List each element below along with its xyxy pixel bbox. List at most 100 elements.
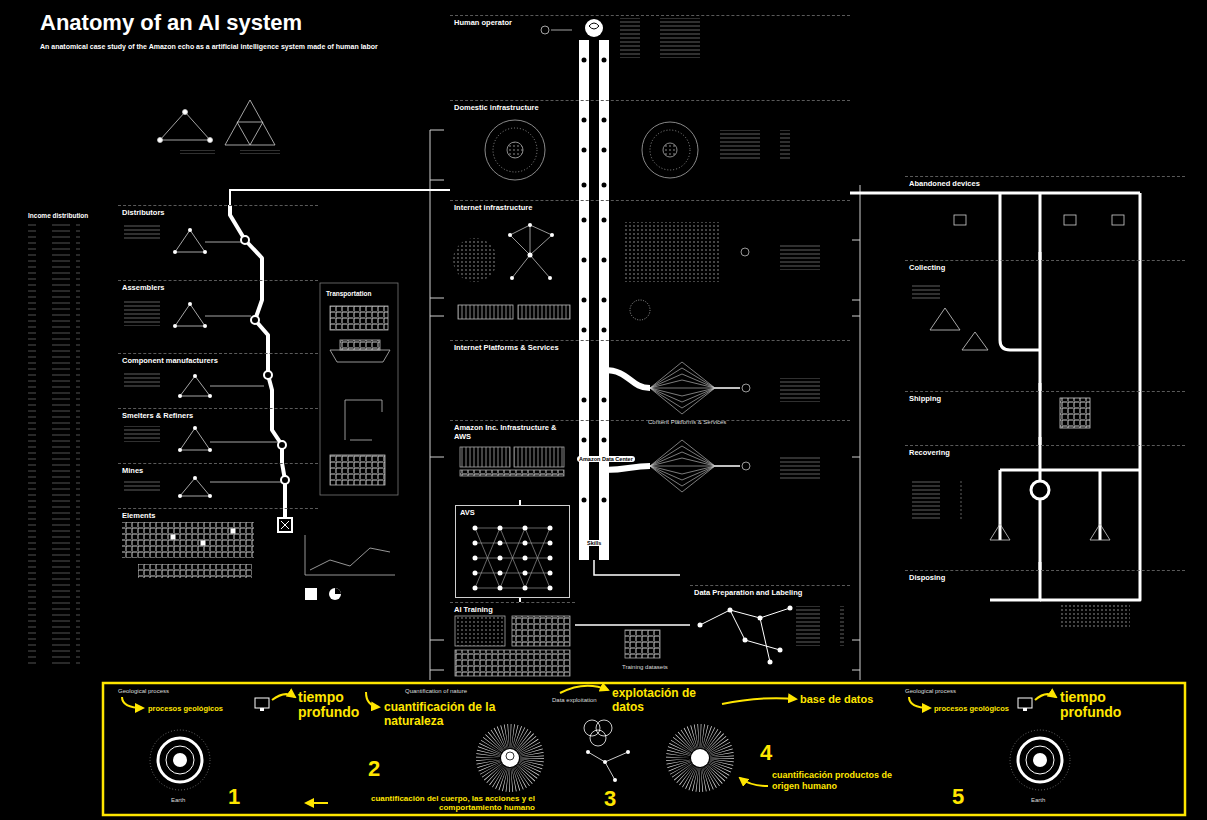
domestic-drawing	[485, 120, 790, 180]
bottom-panel-part	[1026, 746, 1054, 774]
periodic-table-part	[171, 535, 176, 540]
domestic-drawing-part	[507, 142, 523, 158]
labeling-tree-part-part	[728, 608, 733, 613]
transportation-drawing	[320, 283, 398, 495]
small-caption: Quantification of nature	[405, 688, 467, 694]
internet-drawing-part	[458, 305, 513, 319]
neural-network-part-part	[473, 556, 478, 561]
bottom-panel-part	[678, 736, 722, 780]
annotation: procesos geológicos	[148, 704, 223, 713]
section-heading: Component manufacturers	[118, 354, 222, 367]
callout-number: 3	[604, 788, 616, 810]
callout-number: 1	[228, 786, 240, 808]
section-heading: Disposing	[905, 571, 949, 584]
element-charts	[305, 535, 395, 600]
data-pipeline-part	[604, 370, 650, 388]
flow-connector	[260, 272, 264, 280]
bottom-panel-part	[255, 698, 269, 708]
recycling-icons-part	[930, 308, 960, 330]
labeling-tree	[698, 606, 845, 665]
data-pipeline-part	[604, 466, 650, 470]
labeling-tree-part	[698, 606, 793, 665]
internet-drawing-part	[760, 245, 820, 270]
training-drawing-part	[455, 650, 570, 676]
flow-connector	[575, 624, 690, 626]
diagram-title: Anatomy of an AI system	[40, 10, 302, 36]
pipeline-dots-part	[582, 498, 587, 503]
internet-drawing-part	[510, 225, 552, 278]
domestic-drawing-part	[720, 130, 790, 160]
callout-number: 4	[760, 742, 772, 764]
supply-chain-stops-part	[278, 441, 286, 449]
flow-connector	[1039, 252, 1042, 260]
neural-network-part-part	[548, 571, 553, 576]
transportation-drawing-part	[330, 455, 385, 485]
domestic-drawing-part	[493, 128, 537, 172]
recycling-network	[905, 193, 1140, 600]
pipeline-dots-part	[582, 398, 587, 403]
pipeline-dots-part	[582, 328, 587, 333]
supply-chain-icons-part-part	[173, 324, 177, 328]
supply-chain-icons-part	[180, 376, 210, 396]
transportation-drawing-part	[330, 350, 390, 362]
element-charts-part	[305, 588, 317, 600]
supply-chain-icons-part-part	[178, 494, 182, 498]
section-band: AI Training	[450, 602, 575, 680]
periodic-table-part	[138, 564, 252, 578]
yellow-arrows-part	[1035, 694, 1056, 700]
bottom-panel-part	[1018, 698, 1032, 708]
internet-drawing-part-part	[510, 276, 514, 280]
bottom-panel-part	[613, 778, 617, 782]
recycling-icons-part	[1060, 605, 1130, 627]
income-column-part	[28, 224, 80, 664]
section-band: Abandoned devices	[905, 176, 1185, 252]
pipeline-dots-part	[602, 218, 607, 223]
human-operator-drawing-part	[585, 19, 603, 37]
pipeline-tag: Skills	[585, 540, 603, 546]
triangle-diagrams-part	[208, 138, 213, 143]
section-heading: Assemblers	[118, 281, 169, 294]
neural-network-part-part	[473, 541, 478, 546]
pipeline-dots-part	[602, 58, 607, 63]
neural-network-part-part	[498, 526, 503, 531]
yellow-arrows-part	[366, 692, 379, 707]
annotation: procesos geológicos	[934, 704, 1009, 713]
pipeline-dots-part	[602, 498, 607, 503]
small-caption: Data exploitation	[552, 697, 597, 703]
transportation-drawing-part	[345, 400, 382, 440]
recycling-icons-part	[912, 285, 952, 301]
small-caption: Geological process	[905, 688, 956, 694]
callout-number: 2	[368, 758, 380, 780]
supply-chain-icons-part-part	[173, 250, 177, 254]
triangle-diagrams-part	[160, 112, 210, 140]
neural-network-part-part	[498, 571, 503, 576]
annotation: cuantificación del cuerpo, las acciones …	[330, 794, 535, 812]
bottom-panel-part	[588, 752, 628, 780]
labeling-tree-part	[796, 606, 844, 646]
neural-network-part-part	[523, 556, 528, 561]
supply-chain-icons-part	[124, 225, 164, 239]
server-racks-part	[460, 470, 564, 476]
neural-network-part-part	[498, 541, 503, 546]
yellow-arrows-part	[740, 778, 768, 786]
model-box: AVS	[455, 505, 570, 598]
triangle-diagrams-part	[160, 150, 215, 154]
supply-chain-icons-part	[124, 480, 164, 492]
human-operator-drawing-part	[589, 23, 599, 29]
platform-fans-part	[742, 462, 750, 470]
pipeline-dots-part	[582, 118, 587, 123]
server-racks-part	[514, 447, 564, 467]
pipeline-dots-part	[582, 258, 587, 263]
pipeline-dots-part	[582, 148, 587, 153]
small-caption: Geological process	[118, 688, 169, 694]
section-band: Distributors	[118, 205, 318, 272]
section-heading: Recovering	[905, 446, 954, 459]
element-charts-part	[329, 588, 341, 600]
section-heading: Elements	[118, 509, 159, 522]
recycling-icons-part	[1060, 398, 1090, 428]
neural-network-part-part	[523, 541, 528, 546]
platform-fans-part	[650, 362, 715, 414]
column-heading: Income distribution	[28, 212, 88, 219]
bottom-panel-part	[488, 736, 532, 780]
labeling-tree-part-part	[778, 648, 783, 653]
